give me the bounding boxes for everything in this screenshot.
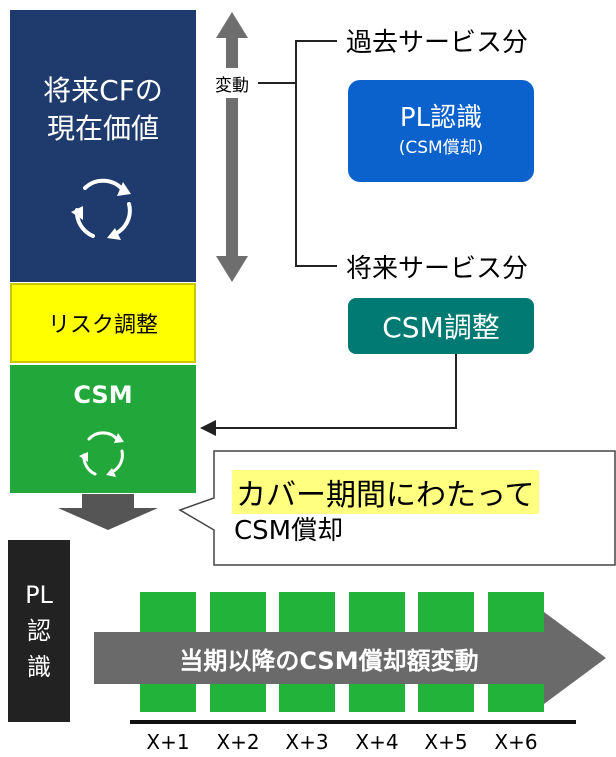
- bracket-line: [295, 40, 297, 266]
- present-value-block: 将来CFの 現在価値: [10, 10, 196, 282]
- period-label: X+5: [424, 730, 468, 754]
- period-label: X+6: [494, 730, 538, 754]
- future-service-label: 将来サービス分: [346, 254, 529, 284]
- csm-adjust-connector-vertical: [455, 354, 457, 428]
- pl-column-line: 認: [27, 617, 51, 645]
- bracket-top-line: [295, 40, 337, 42]
- variation-label: 変動: [206, 68, 258, 98]
- csm-adjust-connector-horizontal: [212, 427, 457, 429]
- callout-highlight-text: カバー期間にわたって: [232, 470, 539, 514]
- callout-text: CSM償却: [234, 516, 344, 546]
- csm-title: CSM: [73, 381, 133, 409]
- present-value-title: 将来CFの 現在価値: [43, 74, 163, 145]
- period-label: X+2: [216, 730, 260, 754]
- pl-column-line: PL: [25, 581, 53, 609]
- pl-recognition-title: PL認識: [399, 103, 483, 133]
- timeline-baseline: [130, 720, 576, 724]
- pl-recognition-column: PL 認 識: [8, 540, 70, 722]
- period-label: X+1: [146, 730, 190, 754]
- pl-recognition-subtitle: (CSM償却): [398, 138, 484, 158]
- risk-adjustment-block: リスク調整: [10, 283, 196, 363]
- cycle-icon: [79, 431, 124, 477]
- pl-recognition-box: PL認識 (CSM償却): [348, 80, 534, 182]
- bracket-bottom-line: [295, 265, 337, 267]
- cycle-icon: [71, 178, 132, 240]
- timeline-arrow-label: 当期以降のCSM償却額変動: [179, 646, 479, 675]
- csm-block: CSM: [10, 365, 196, 493]
- connector-line: [258, 82, 296, 84]
- period-label: X+3: [285, 730, 329, 754]
- arrowhead-left-icon: [200, 420, 216, 436]
- period-label: X+4: [355, 730, 399, 754]
- csm-adjustment-box: CSM調整: [348, 298, 534, 354]
- past-service-label: 過去サービス分: [346, 28, 529, 58]
- pl-column-line: 識: [27, 653, 51, 681]
- down-arrow-icon: [58, 494, 158, 530]
- timeline-arrow: [94, 612, 606, 704]
- variation-double-arrow: [216, 12, 248, 282]
